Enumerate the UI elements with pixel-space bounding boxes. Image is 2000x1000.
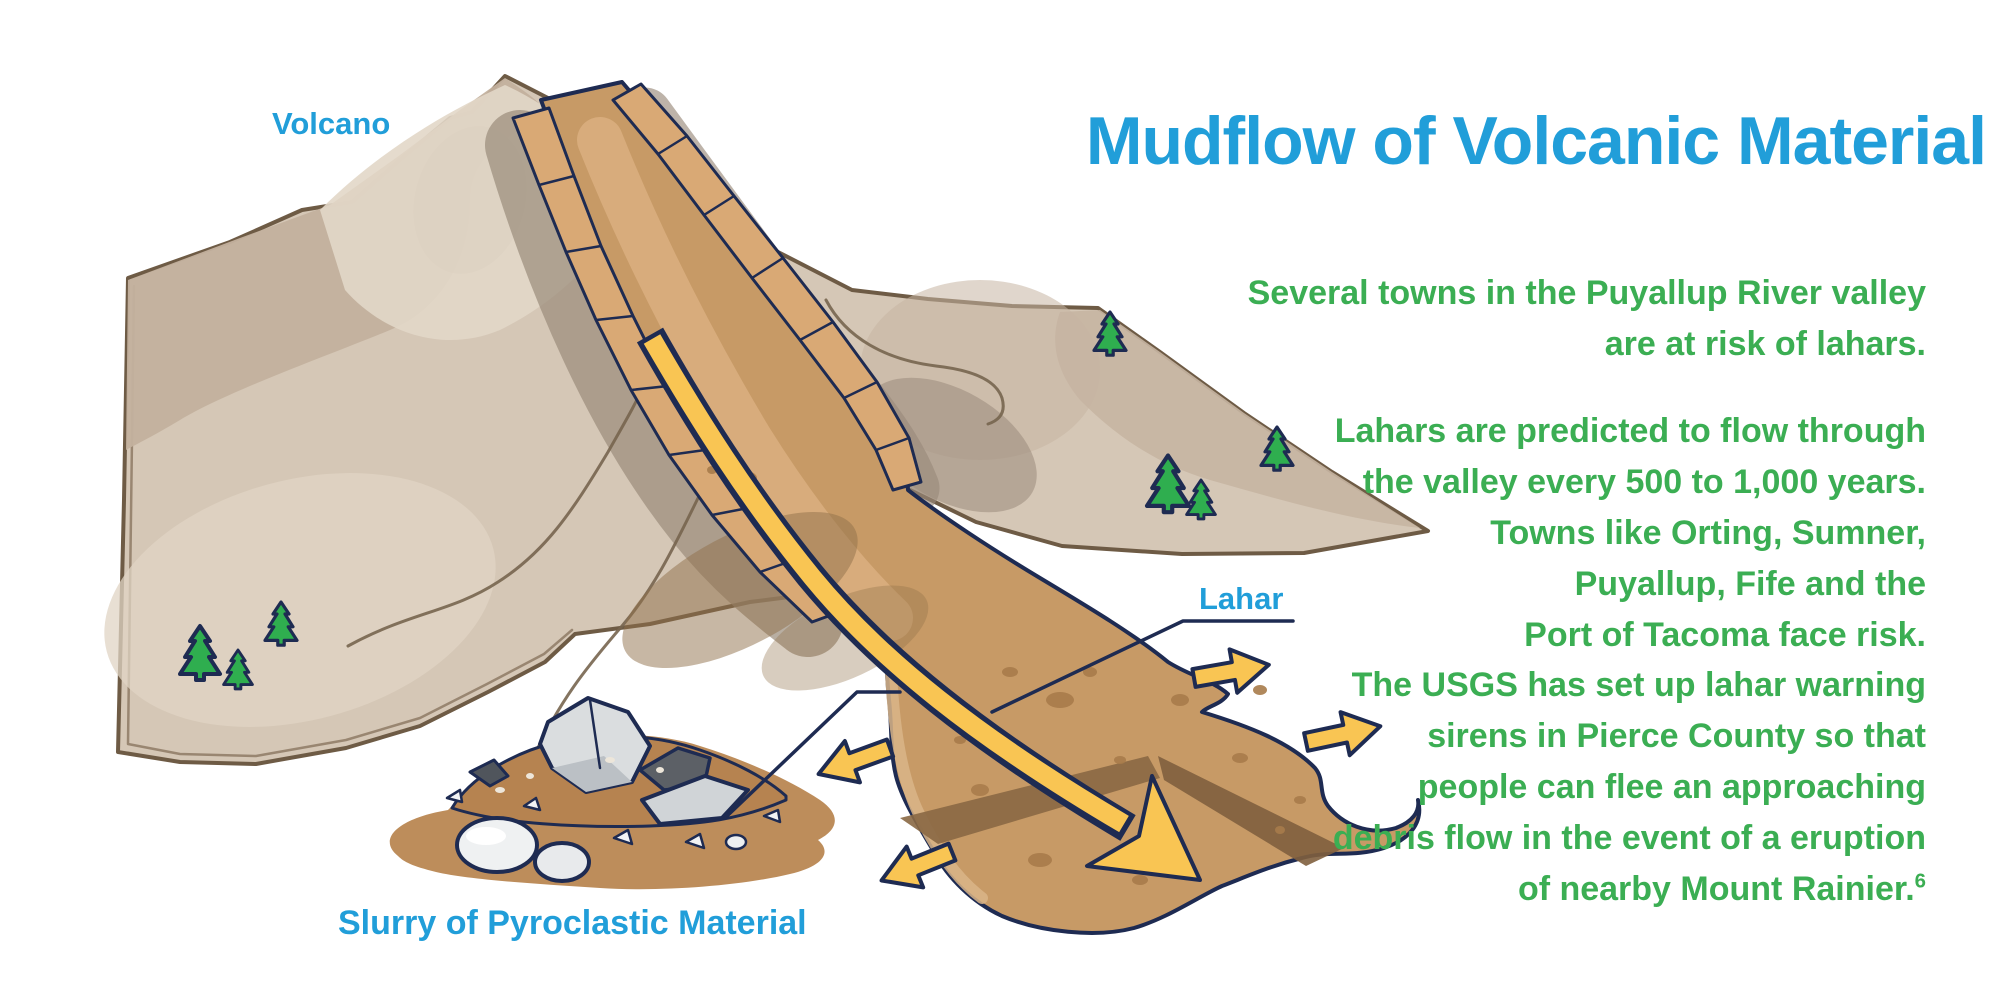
- lahar-spread-arrow-icon: [809, 725, 900, 797]
- text-line: The USGS has set up lahar warning: [1351, 666, 1926, 704]
- flow-direction-arrow-icon: [636, 327, 1202, 882]
- text-line-part: of nearby Mount Rainier.: [1517, 870, 1915, 908]
- slurry-pile: [389, 696, 835, 890]
- text-line: sirens in Pierce County so that: [1427, 717, 1926, 755]
- crevasse-wall-right: [611, 82, 923, 492]
- fan-terrace-scarps: [900, 756, 1344, 866]
- text-line: debris flow in the event of a eruption: [1332, 819, 1926, 857]
- text-line: the valley every 500 to 1,000 years.: [1362, 463, 1926, 501]
- text-line: Several towns in the Puyallup River vall…: [1247, 274, 1926, 312]
- text-line: Port of Tacoma face risk.: [1524, 616, 1926, 654]
- text-line: are at risk of lahars.: [1604, 325, 1926, 363]
- text-line: of nearby Mount Rainier.6: [1333, 864, 1926, 915]
- mound-specks: [495, 757, 664, 793]
- fact-paragraph-risk: Several towns in the Puyallup River vall…: [1248, 268, 1926, 370]
- lahar-flow: [539, 80, 1422, 935]
- text-line: Puyallup, Fife and the: [1574, 565, 1926, 603]
- lahar-callout-line: [990, 619, 1295, 714]
- volcano-label: Volcano: [272, 106, 391, 141]
- text-line: Lahars are predicted to flow through: [1334, 412, 1926, 450]
- callout-lines: [725, 619, 1295, 818]
- footnote-marker: 6: [1914, 870, 1926, 893]
- slurry-label: Slurry of Pyroclastic Material: [338, 904, 807, 942]
- slurry-callout-line: [725, 690, 902, 818]
- fact-paragraph-frequency: Lahars are predicted to flow through the…: [1335, 406, 1926, 661]
- page-title: Mudflow of Volcanic Material: [1085, 103, 1987, 179]
- boulder-rocks: [455, 696, 750, 883]
- lahar-label: Lahar: [1199, 581, 1284, 616]
- fact-paragraph-usgs: The USGS has set up lahar warning sirens…: [1333, 660, 1926, 915]
- pebbles: [445, 788, 782, 851]
- text-line: Towns like Orting, Sumner,: [1490, 514, 1926, 552]
- fan-edge-highlight: [884, 644, 988, 904]
- text-line: people can flee an approaching: [1417, 768, 1926, 806]
